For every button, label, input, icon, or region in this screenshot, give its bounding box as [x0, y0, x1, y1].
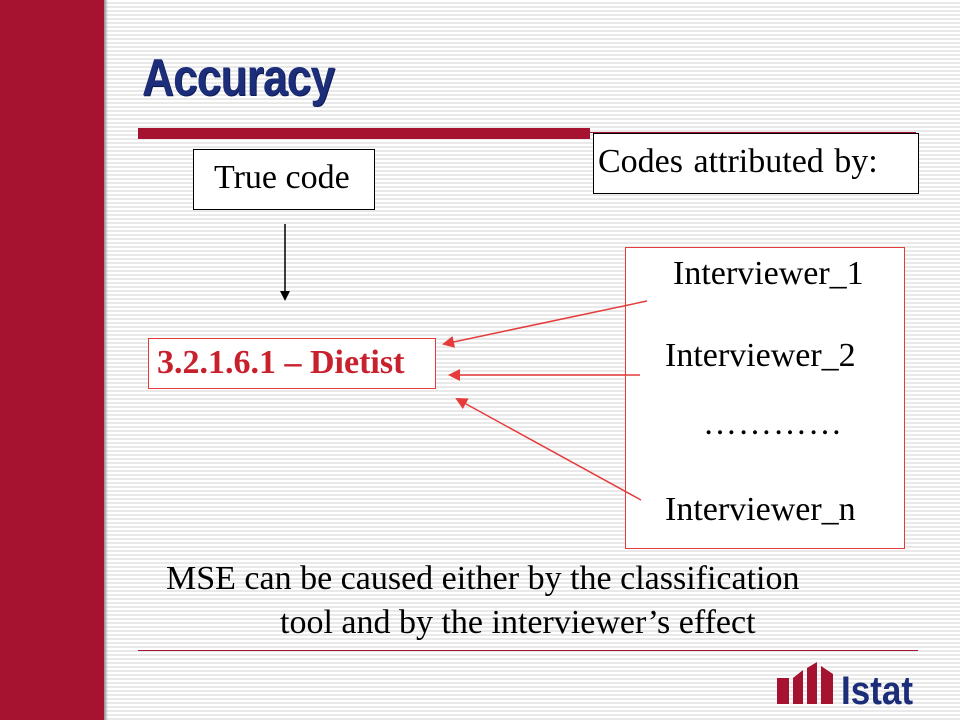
caption-line-1: MSE can be caused either by the classifi…: [166, 560, 800, 597]
sidebar-shadow: [104, 0, 108, 720]
interviewer-1-arrow: [442, 300, 648, 348]
title-underline-thin: [590, 132, 916, 133]
caption-line-2: tool and by the interviewer’s effect: [280, 604, 756, 641]
target-code-label: 3.2.1.6.1 – Dietist: [157, 344, 405, 381]
codes-attributed-box: [593, 133, 919, 194]
title-underline-bar: [138, 128, 590, 139]
interviewer-n-arrow: [455, 398, 642, 501]
target-code-box: [148, 338, 436, 389]
slide-title: Accuracy: [142, 49, 335, 107]
istat-logo: Istat: [777, 662, 913, 710]
true-code-box: [193, 149, 375, 210]
interviewer-2-label: Interviewer_2: [665, 337, 856, 374]
footer-divider: [138, 650, 918, 651]
interviewer-n-label: Interviewer_n: [665, 491, 856, 528]
interviewer-ellipsis: …………: [703, 405, 843, 442]
istat-logo-mark-icon: [777, 662, 833, 704]
interviewer-1-label: Interviewer_1: [673, 255, 864, 292]
true-code-label: True code: [214, 159, 350, 196]
sidebar-notch: [48, 0, 104, 720]
codes-attributed-label: Codes attributed by:: [598, 143, 878, 180]
istat-logo-wordmark: Istat: [841, 669, 913, 710]
interviewers-box: [625, 247, 905, 549]
